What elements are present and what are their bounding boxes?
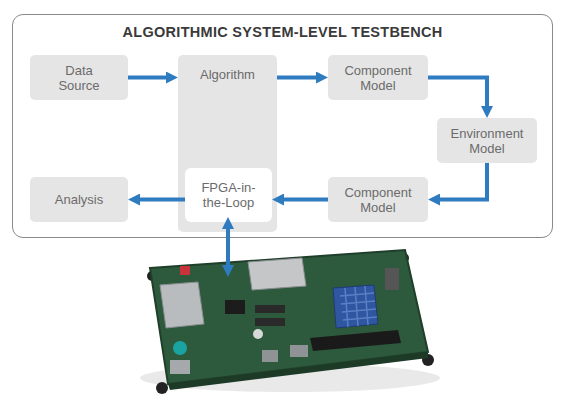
node-label: Algorithm: [183, 67, 273, 82]
algorithm-column: AlgorithmFPGA-in-the-Loop: [178, 55, 277, 232]
push-button: [253, 329, 263, 339]
testbench-frame: ALGORITHMIC SYSTEM-LEVEL TESTBENCH Data S…: [12, 14, 553, 238]
sfp-cage: [248, 258, 306, 290]
board-standoff: [422, 354, 434, 366]
memory-chip: [255, 318, 285, 326]
process-box: Analysis: [30, 177, 128, 222]
heatsink-fins: [340, 286, 377, 327]
reset-button: [173, 341, 187, 355]
node-label: Data Source: [49, 63, 109, 93]
node-label: Component Model: [339, 63, 417, 93]
expansion-connector: [310, 330, 401, 351]
node-label: Environment Model: [444, 126, 530, 156]
fpga-box: FPGA-in-the-Loop: [185, 168, 272, 222]
board-standoff: [156, 382, 168, 394]
hdmi-port: [290, 345, 308, 357]
memory-chip: [255, 305, 285, 313]
node-label: FPGA-in-the-Loop: [193, 180, 265, 210]
pcb-board: [150, 250, 428, 384]
fpga-board-illustration: [140, 250, 440, 394]
ic-chip: [385, 268, 399, 290]
sfp-cage: [160, 282, 204, 328]
node-label: Component Model: [339, 185, 417, 215]
dip-switch: [180, 266, 190, 275]
board-shadow: [140, 364, 440, 392]
frame-heading: ALGORITHMIC SYSTEM-LEVEL TESTBENCH: [83, 15, 483, 40]
process-box: Component Model: [328, 177, 428, 222]
fpga-heatsink: [333, 285, 378, 328]
ethernet-jack: [170, 360, 190, 374]
process-box: Data Source: [30, 55, 128, 100]
board-standoff: [399, 253, 409, 263]
board-standoff: [147, 271, 157, 281]
node-label: Analysis: [49, 192, 109, 207]
process-box: Environment Model: [437, 118, 537, 163]
pcb-edge: [168, 352, 428, 390]
hdmi-port: [262, 350, 278, 362]
process-box: Component Model: [328, 55, 428, 100]
ic-chip: [225, 300, 245, 314]
